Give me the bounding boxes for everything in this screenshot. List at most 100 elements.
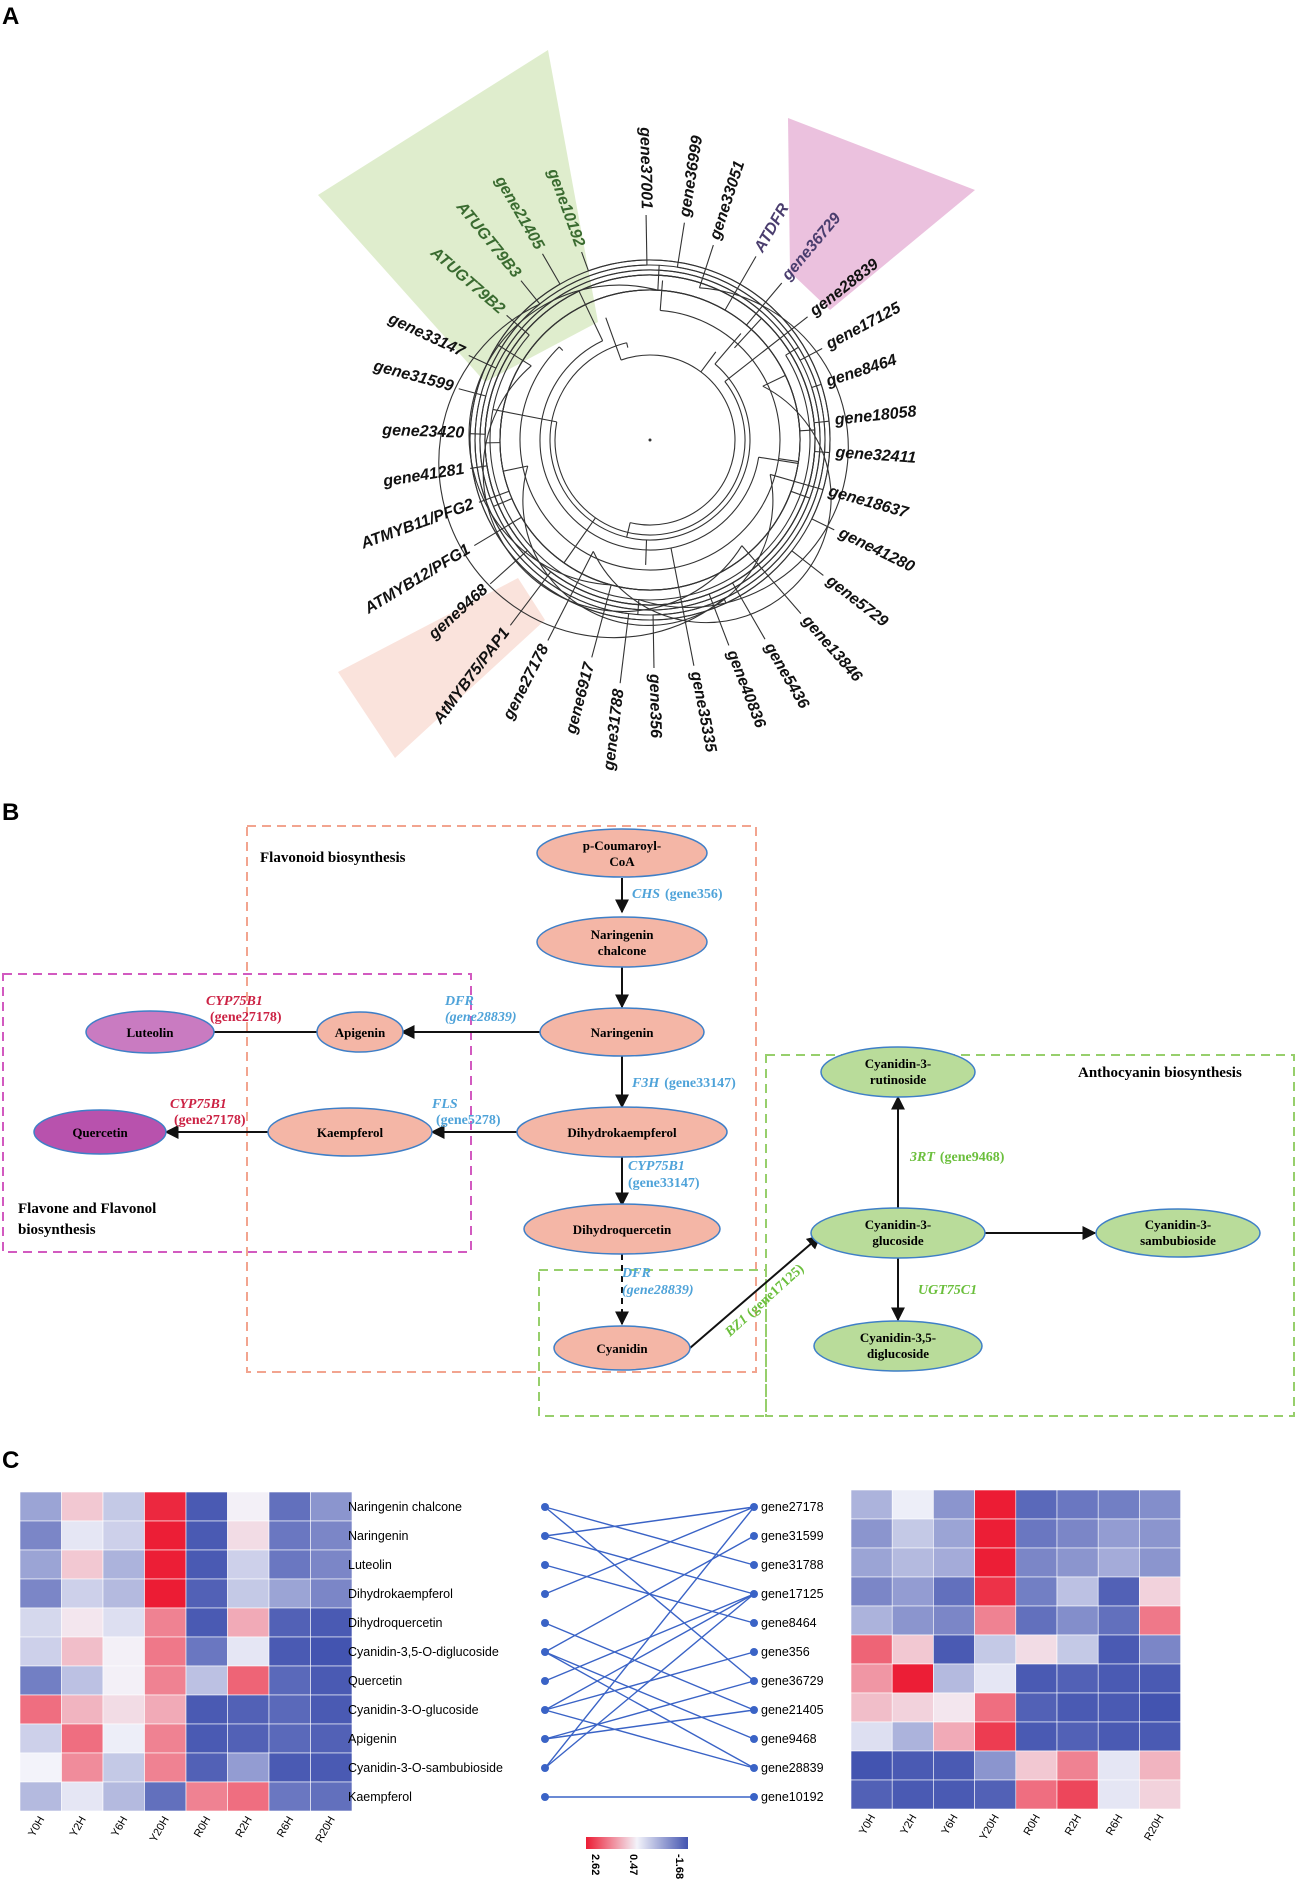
panel-b: B Flavonoid biosynthesis Flavone and Fla… bbox=[2, 799, 1295, 1417]
correlation-link bbox=[544, 1622, 755, 1711]
gene-heatmap-column-label: R6H bbox=[1104, 1812, 1125, 1837]
gene-heatmap-cell bbox=[850, 1576, 893, 1607]
pathway-nodes bbox=[33, 828, 1261, 1372]
gene-heatmap-cell bbox=[1139, 1663, 1181, 1694]
metabolite-heatmap-cell bbox=[144, 1781, 187, 1812]
gene-heatmap-cell bbox=[1097, 1489, 1140, 1520]
dfr-clade-highlight bbox=[788, 118, 975, 310]
leaf-label: gene5436 bbox=[760, 639, 812, 712]
metabolite-label: Cyanidin-3,5-O-diglucoside bbox=[348, 1645, 499, 1659]
node-naringenin-chalcone bbox=[536, 916, 708, 968]
metabolite-label: Naringenin bbox=[348, 1529, 409, 1543]
metabolite-label: Quercetin bbox=[348, 1674, 402, 1688]
gene-heatmap-cell bbox=[933, 1750, 975, 1781]
enzyme-cyp75b1-3-gene: (gene33147) bbox=[628, 1176, 700, 1191]
metabolite-heatmap-cell bbox=[268, 1607, 311, 1638]
metabolite-heatmap-cell bbox=[144, 1549, 187, 1580]
gene-heatmap-cell bbox=[974, 1721, 1017, 1752]
correlation-link bbox=[544, 1506, 755, 1769]
enzyme-dfr-2-name: DFR bbox=[621, 1266, 651, 1281]
gene-label: gene17125 bbox=[761, 1587, 824, 1601]
metabolite-heatmap-cell bbox=[102, 1752, 145, 1783]
metabolite-heatmap-cell bbox=[102, 1549, 145, 1580]
gene-label: gene9468 bbox=[761, 1732, 817, 1746]
metabolite-heatmap-column-label: Y20H bbox=[148, 1814, 172, 1844]
gene-heatmap-column-label: Y6H bbox=[940, 1812, 961, 1837]
gene-heatmap-cell bbox=[1015, 1489, 1058, 1520]
metabolite-heatmap-cell bbox=[227, 1723, 270, 1754]
node-cyanidin-3-rutinoside bbox=[820, 1046, 976, 1098]
gene-heatmap-cell bbox=[850, 1779, 893, 1810]
chalcone-label-2: chalcone bbox=[598, 943, 647, 958]
gene-heatmap-cell bbox=[891, 1605, 934, 1636]
gene-heatmap-cell bbox=[1056, 1547, 1099, 1578]
metabolite-heatmap-cell bbox=[61, 1781, 104, 1812]
c3s-label-1: Cyanidin-3- bbox=[1145, 1217, 1211, 1232]
node-apigenin bbox=[316, 1011, 404, 1053]
correlation-link bbox=[544, 1651, 755, 1740]
c3r-label-2: rutinoside bbox=[870, 1072, 927, 1087]
gene-heatmap-cell bbox=[1097, 1663, 1140, 1694]
gene-heatmap-column-label: Y20H bbox=[978, 1812, 1002, 1842]
panel-c-letter: C bbox=[2, 1447, 19, 1474]
node-cyanidin-3-glucoside bbox=[810, 1207, 986, 1259]
metabolite-heatmap-cell bbox=[19, 1781, 62, 1812]
metabolite-label: Dihydroquercetin bbox=[348, 1616, 443, 1630]
metabolite-heatmap-cell bbox=[61, 1694, 104, 1725]
leaf-label: gene35335 bbox=[687, 669, 720, 755]
gene-heatmap-cell bbox=[850, 1547, 893, 1578]
gene-heatmap-cell bbox=[1139, 1547, 1181, 1578]
enzyme-bz1: BZ1(gene17125) bbox=[722, 1261, 808, 1340]
metabolite-heatmap-cell bbox=[227, 1752, 270, 1783]
kaempferol-label: Kaempferol bbox=[317, 1125, 384, 1140]
gene-heatmap-cell bbox=[974, 1663, 1017, 1694]
apigenin-label: Apigenin bbox=[335, 1025, 386, 1040]
gene-heatmap-cell bbox=[1015, 1605, 1058, 1636]
metabolite-heatmap-cell bbox=[102, 1636, 145, 1667]
leaf-label: gene6917 bbox=[563, 660, 599, 737]
metabolite-heatmap-cell bbox=[61, 1578, 104, 1609]
correlation-link bbox=[544, 1709, 755, 1769]
color-scale-bar bbox=[586, 1837, 688, 1849]
gene-heatmap-cell bbox=[933, 1634, 975, 1665]
correlation-link bbox=[544, 1709, 755, 1740]
leaf-label: gene31788 bbox=[601, 688, 628, 772]
correlation-link bbox=[544, 1593, 755, 1769]
gene-heatmap-cell bbox=[1139, 1721, 1181, 1752]
metabolite-heatmap-cell bbox=[19, 1665, 62, 1696]
gene-heatmap-cell bbox=[1139, 1605, 1181, 1636]
metabolite-heatmap bbox=[19, 1491, 353, 1812]
leaf-label: gene40836 bbox=[723, 647, 769, 731]
coumaroyl-label-1: p-Coumaroyl- bbox=[583, 838, 661, 853]
flavonoid-section-box bbox=[246, 825, 757, 1373]
metabolite-heatmap-cell bbox=[19, 1694, 62, 1725]
gene-heatmap-cell bbox=[933, 1576, 975, 1607]
correlation-link bbox=[544, 1680, 755, 1740]
metabolite-heatmap-cell bbox=[310, 1578, 353, 1609]
metabolite-heatmap-cell bbox=[310, 1520, 353, 1551]
metabolite-label: Cyanidin-3-O-glucoside bbox=[348, 1703, 479, 1717]
gene-label: gene356 bbox=[761, 1645, 810, 1659]
gene-heatmap-cell bbox=[1139, 1692, 1181, 1723]
metabolite-heatmap-cell bbox=[61, 1752, 104, 1783]
leaf-label: gene13846 bbox=[798, 612, 865, 686]
metabolite-heatmap-cell bbox=[102, 1723, 145, 1754]
metabolite-label: Dihydrokaempferol bbox=[348, 1587, 453, 1601]
gene-heatmap-cell bbox=[1056, 1576, 1099, 1607]
metabolite-heatmap-column-label: R20H bbox=[313, 1814, 337, 1844]
leaf-label: gene23420 bbox=[381, 422, 464, 442]
metabolite-heatmap-cell bbox=[185, 1694, 228, 1725]
metabolite-heatmap-cell bbox=[310, 1607, 353, 1638]
gene-heatmap-cell bbox=[891, 1721, 934, 1752]
gene-labels: gene27178gene31599gene31788gene17125gene… bbox=[750, 1500, 824, 1804]
metabolite-heatmap-cell bbox=[310, 1723, 353, 1754]
metabolite-heatmap-cell bbox=[144, 1491, 187, 1522]
correlation-link bbox=[544, 1506, 755, 1537]
metabolite-heatmap-cell bbox=[268, 1781, 311, 1812]
dihydrokaempferol-label: Dihydrokaempferol bbox=[567, 1125, 677, 1140]
metabolite-heatmap-column-label: Y0H bbox=[26, 1814, 47, 1839]
metabolite-heatmap-cell bbox=[185, 1781, 228, 1812]
gene-label: gene27178 bbox=[761, 1500, 824, 1514]
enzyme-f3h: F3H(gene33147) bbox=[631, 1076, 736, 1091]
